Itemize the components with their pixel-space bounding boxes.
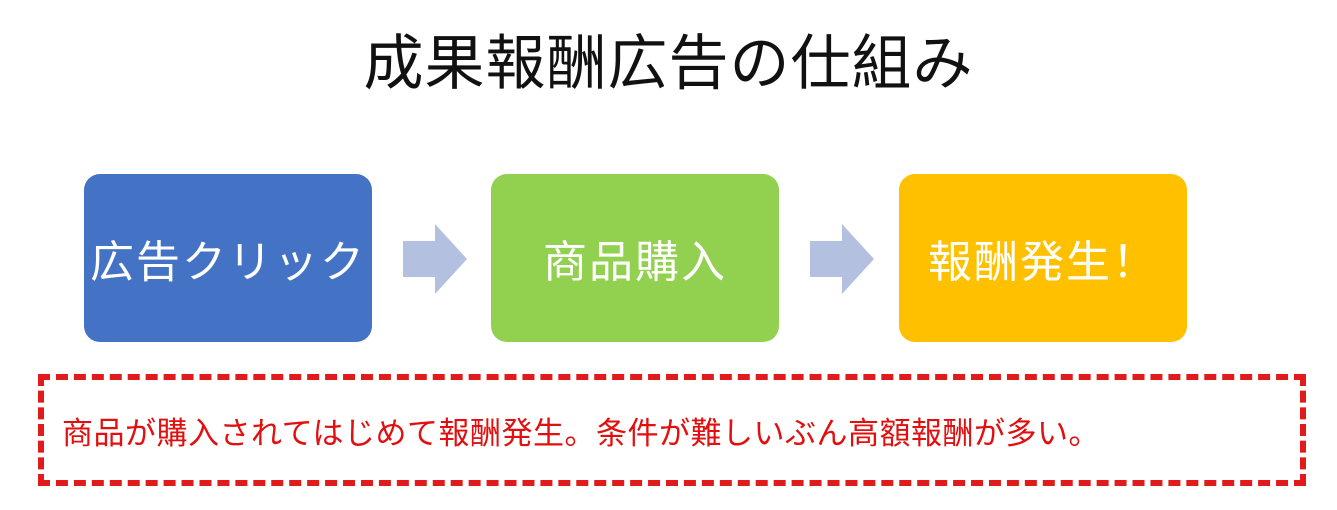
- step-reward: 報酬発生！: [899, 174, 1187, 342]
- note-text: 商品が購入されてはじめて報酬発生。条件が難しいぶん高額報酬が多い。: [62, 415, 1100, 452]
- note-box: 商品が購入されてはじめて報酬発生。条件が難しいぶん高額報酬が多い。: [38, 374, 1306, 486]
- right-arrow-icon: [810, 224, 874, 294]
- step-purchase: 商品購入: [491, 174, 779, 342]
- step-label: 報酬発生！: [928, 237, 1158, 288]
- right-arrow-icon: [403, 224, 467, 294]
- step-ad-click: 広告クリック: [84, 174, 372, 342]
- step-label: 商品購入: [543, 237, 727, 288]
- step-label: 広告クリック: [90, 237, 366, 288]
- diagram-title: 成果報酬広告の仕組み: [363, 29, 974, 99]
